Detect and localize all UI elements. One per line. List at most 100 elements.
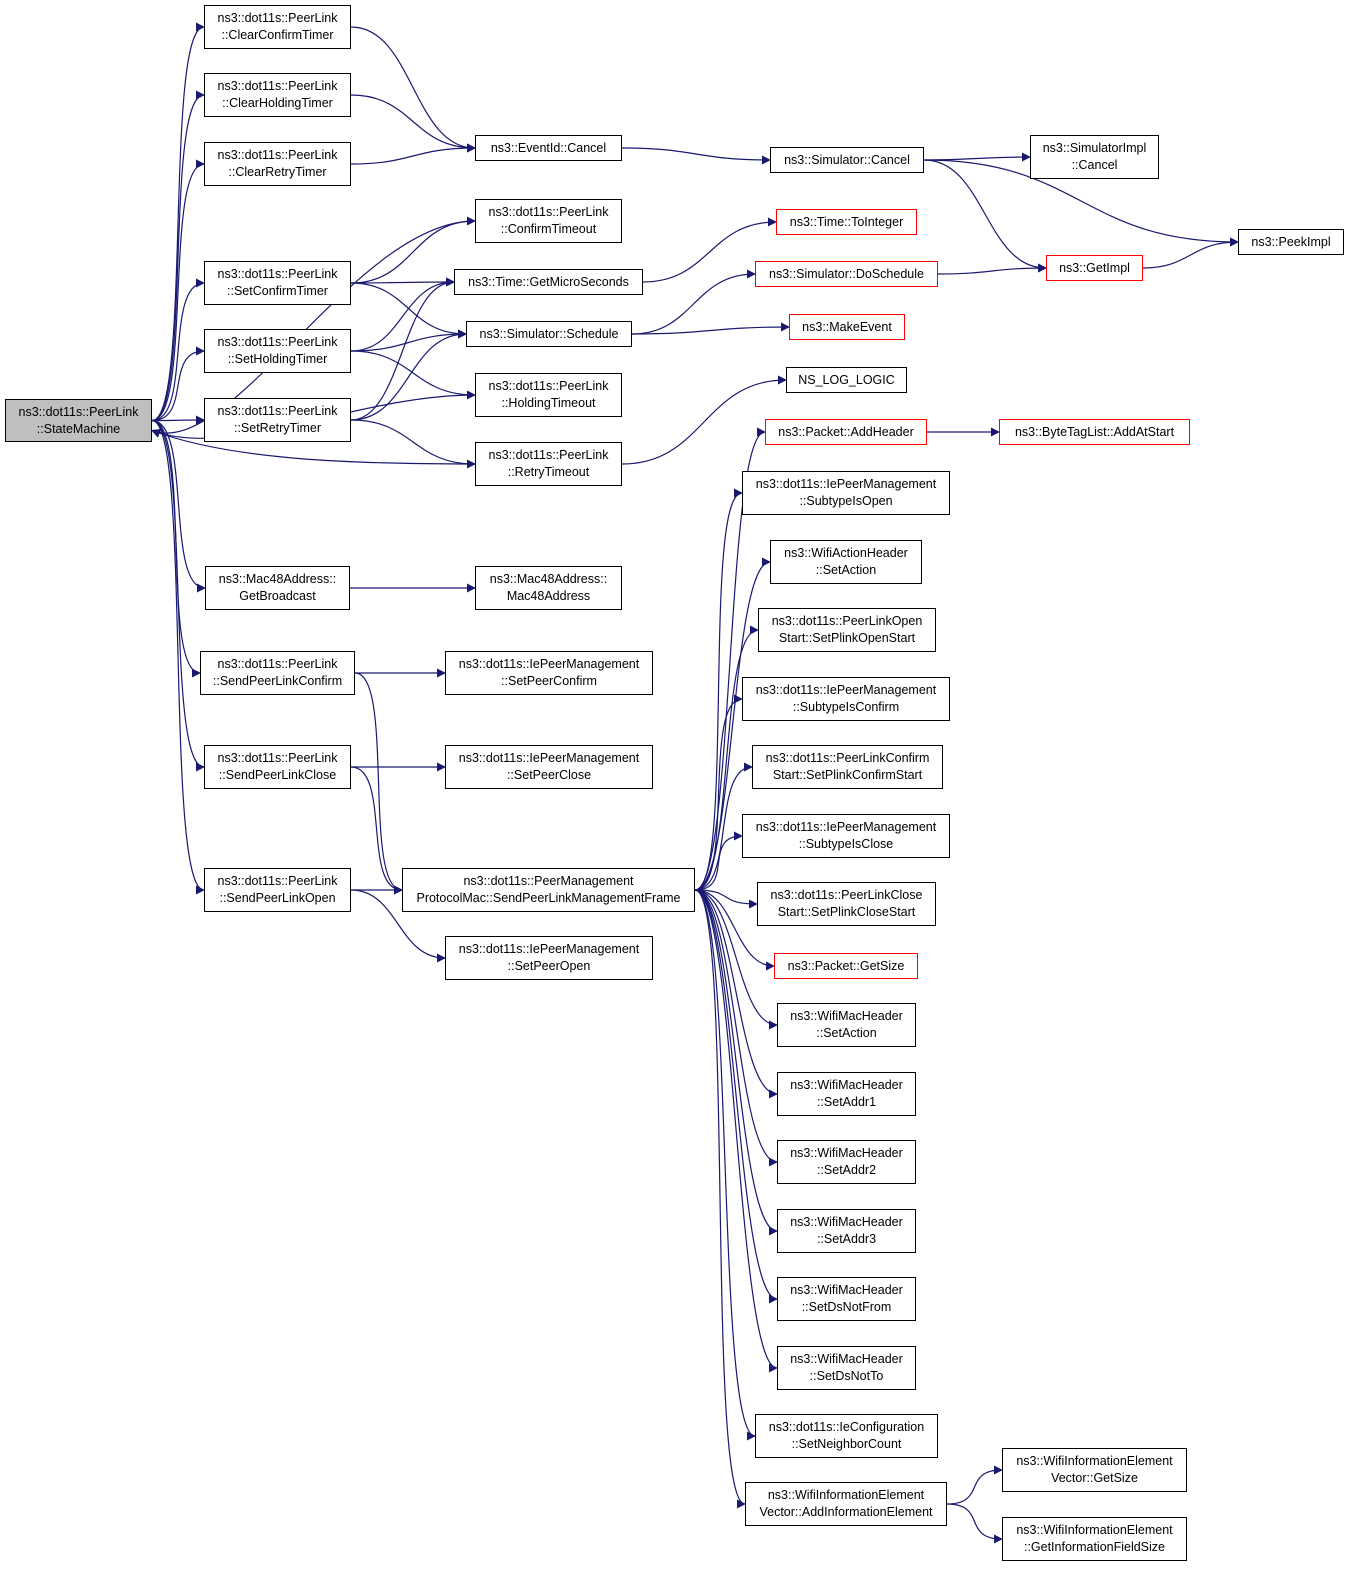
edge-simulator_cancel-to-simulatorimpl_cancel — [923, 152, 1031, 162]
node-line: ::SubtypeIsConfirm — [792, 700, 900, 714]
node-line: ::SetPeerOpen — [507, 959, 591, 973]
node-line: ns3::Time::GetMicroSeconds — [468, 274, 629, 289]
node-make-event[interactable]: ns3::MakeEvent — [789, 314, 905, 340]
edge-state_machine-to-clear_confirm_timer — [151, 22, 205, 422]
node-state-machine: ns3::dot11s::PeerLink::StateMachine — [5, 399, 152, 442]
node-time-getmicroseconds[interactable]: ns3::Time::GetMicroSeconds — [454, 269, 643, 295]
node-line: ns3::Mac48Address:: — [218, 572, 337, 586]
edge-retry_timeout-to-ns_log_logic — [621, 375, 787, 465]
node-line: ::ClearConfirmTimer — [221, 28, 334, 42]
node-wiev-getfieldsize[interactable]: ns3::WifiInformationElement::GetInformat… — [1002, 1517, 1187, 1561]
node-line: Mac48Address — [506, 589, 591, 603]
node-retry-timeout[interactable]: ns3::dot11s::PeerLink::RetryTimeout — [475, 442, 622, 486]
node-set-peer-open[interactable]: ns3::dot11s::IePeerManagement::SetPeerOp… — [445, 936, 653, 980]
edge-time_getmicroseconds-to-time_tointeger — [642, 217, 777, 283]
node-simulator-doschedule[interactable]: ns3::Simulator::DoSchedule — [755, 261, 938, 287]
edge-set_holding_timer-to-simulator_schedule — [350, 329, 467, 352]
edge-state_machine-to-clear_retry_timer — [151, 159, 205, 422]
node-line: ::SetHoldingTimer — [227, 352, 328, 366]
edge-send_plm_frame-to-set_plink_open_start — [694, 625, 759, 891]
node-line: ns3::dot11s::IeConfiguration — [768, 1420, 925, 1434]
node-line: ns3::WifiMacHeader — [790, 1078, 903, 1092]
node-wmh-setaddr3[interactable]: ns3::WifiMacHeader::SetAddr3 — [777, 1209, 916, 1253]
node-subtype-is-open[interactable]: ns3::dot11s::IePeerManagement::SubtypeIs… — [742, 471, 950, 515]
node-line: ns3::dot11s::PeerLink — [217, 148, 338, 162]
node-subtype-is-confirm[interactable]: ns3::dot11s::IePeerManagement::SubtypeIs… — [742, 677, 950, 721]
node-line: ns3::dot11s::PeerLink — [217, 267, 338, 281]
edge-send_plm_frame-to-wmh_setdsnotto — [694, 889, 778, 1373]
node-packet-getsize[interactable]: ns3::Packet::GetSize — [774, 953, 918, 979]
node-simulator-cancel[interactable]: ns3::Simulator::Cancel — [770, 147, 924, 173]
node-ieconfig-setneighborcount[interactable]: ns3::dot11s::IeConfiguration::SetNeighbo… — [755, 1414, 938, 1458]
node-line: ns3::dot11s::IePeerManagement — [755, 683, 937, 697]
edge-clear_retry_timer-to-eventid_cancel — [350, 143, 476, 165]
node-clear-confirm-timer[interactable]: ns3::dot11s::PeerLink::ClearConfirmTimer — [204, 5, 351, 49]
node-line: ns3::WifiMacHeader — [790, 1009, 903, 1023]
node-line: ::ConfirmTimeout — [500, 222, 597, 236]
node-get-impl[interactable]: ns3::GetImpl — [1046, 255, 1143, 281]
node-mac48-ctor[interactable]: ns3::Mac48Address::Mac48Address — [475, 566, 622, 610]
node-set-holding-timer[interactable]: ns3::dot11s::PeerLink::SetHoldingTimer — [204, 329, 351, 373]
node-line: ns3::Simulator::Schedule — [479, 326, 619, 341]
node-send-peer-link-close[interactable]: ns3::dot11s::PeerLink::SendPeerLinkClose — [204, 745, 351, 789]
node-wifiactionheader-setaction[interactable]: ns3::WifiActionHeader::SetAction — [770, 540, 922, 584]
node-eventid-cancel[interactable]: ns3::EventId::Cancel — [475, 135, 622, 161]
node-line: ns3::Packet::GetSize — [787, 958, 905, 973]
node-line: ns3::ByteTagList::AddAtStart — [1014, 424, 1175, 439]
edge-clear_confirm_timer-to-eventid_cancel — [350, 26, 476, 153]
edge-send_peer_link_confirm-to-send_plm_frame — [354, 672, 403, 895]
edge-state_machine-to-clear_holding_timer — [151, 90, 205, 422]
node-simulator-schedule[interactable]: ns3::Simulator::Schedule — [466, 321, 632, 347]
node-line: ::SetPeerClose — [506, 768, 592, 782]
node-line: Start::SetPlinkConfirmStart — [772, 768, 923, 782]
edge-eventid_cancel-to-simulator_cancel — [621, 147, 771, 165]
node-line: ns3::dot11s::PeerLink — [217, 657, 338, 671]
node-set-peer-confirm[interactable]: ns3::dot11s::IePeerManagement::SetPeerCo… — [445, 651, 653, 695]
edge-set_confirm_timer-to-confirm_timeout — [350, 216, 476, 284]
node-mac48-getbroadcast[interactable]: ns3::Mac48Address::GetBroadcast — [205, 566, 350, 610]
node-line: ns3::dot11s::PeerLinkOpen — [771, 614, 923, 628]
node-line: GetBroadcast — [239, 589, 316, 603]
edge-send_plm_frame-to-subtype_is_confirm — [694, 694, 743, 891]
node-packet-addheader[interactable]: ns3::Packet::AddHeader — [765, 419, 927, 445]
node-wmh-setaddr1[interactable]: ns3::WifiMacHeader::SetAddr1 — [777, 1072, 916, 1116]
node-send-peer-link-confirm[interactable]: ns3::dot11s::PeerLink::SendPeerLinkConfi… — [200, 651, 355, 695]
node-send-peer-link-open[interactable]: ns3::dot11s::PeerLink::SendPeerLinkOpen — [204, 868, 351, 912]
node-wmh-setdsnotfrom[interactable]: ns3::WifiMacHeader::SetDsNotFrom — [777, 1277, 916, 1321]
node-line: ns3::Time::ToInteger — [789, 214, 904, 229]
node-wmh-setdsnotto[interactable]: ns3::WifiMacHeader::SetDsNotTo — [777, 1346, 916, 1390]
edge-send_peer_link_close-to-send_plm_frame — [350, 766, 403, 895]
node-clear-holding-timer[interactable]: ns3::dot11s::PeerLink::ClearHoldingTimer — [204, 73, 351, 117]
node-line: ns3::dot11s::IePeerManagement — [458, 657, 640, 671]
node-wmh-setaction[interactable]: ns3::WifiMacHeader::SetAction — [777, 1003, 916, 1047]
node-line: ns3::dot11s::PeerLink — [217, 79, 338, 93]
node-line: ::GetInformationFieldSize — [1023, 1540, 1166, 1554]
node-time-tointeger[interactable]: ns3::Time::ToInteger — [776, 209, 917, 235]
edge-set_confirm_timer-to-time_getmicroseconds — [350, 277, 455, 287]
node-set-peer-close[interactable]: ns3::dot11s::IePeerManagement::SetPeerCl… — [445, 745, 653, 789]
node-set-retry-timer[interactable]: ns3::dot11s::PeerLink::SetRetryTimer — [204, 398, 351, 442]
node-wmh-setaddr2[interactable]: ns3::WifiMacHeader::SetAddr2 — [777, 1140, 916, 1184]
edge-simulator_doschedule-to-get_impl — [937, 263, 1047, 275]
node-peek-impl[interactable]: ns3::PeekImpl — [1238, 229, 1344, 255]
node-clear-retry-timer[interactable]: ns3::dot11s::PeerLink::ClearRetryTimer — [204, 142, 351, 186]
edge-retry_timeout-to-state_machine — [151, 429, 476, 465]
node-ns-log-logic[interactable]: NS_LOG_LOGIC — [786, 367, 907, 393]
node-set-confirm-timer[interactable]: ns3::dot11s::PeerLink::SetConfirmTimer — [204, 261, 351, 305]
node-subtype-is-close[interactable]: ns3::dot11s::IePeerManagement::SubtypeIs… — [742, 814, 950, 858]
node-line: ProtocolMac::SendPeerLinkManagementFrame — [416, 891, 681, 905]
node-simulatorimpl-cancel[interactable]: ns3::SimulatorImpl::Cancel — [1030, 135, 1159, 179]
node-confirm-timeout[interactable]: ns3::dot11s::PeerLink::ConfirmTimeout — [475, 199, 622, 243]
node-line: ::SetConfirmTimer — [227, 284, 328, 298]
node-holding-timeout[interactable]: ns3::dot11s::PeerLink::HoldingTimeout — [475, 373, 622, 417]
node-bytetaglist-addatstart[interactable]: ns3::ByteTagList::AddAtStart — [999, 419, 1190, 445]
node-line: ns3::GetImpl — [1059, 260, 1130, 275]
